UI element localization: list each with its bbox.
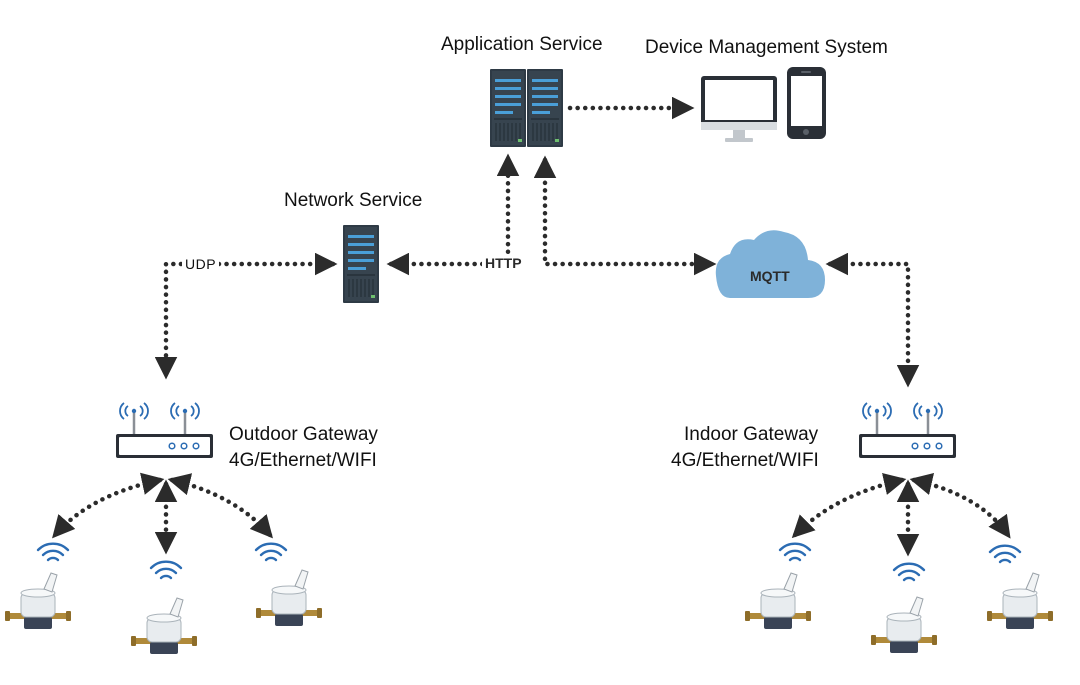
phone-icon [787,67,826,139]
http-link [386,153,520,276]
mqtt-cloud-icon [715,230,825,298]
udp-link [154,252,338,380]
water-meter-icon [255,569,323,627]
mqtt-label: MQTT [750,268,790,284]
wifi-signal-icon [778,542,812,562]
wifi-signal-icon [36,542,70,562]
indoor-gateway-icon [857,401,958,460]
monitor-icon [701,76,777,142]
http-label: HTTP [482,255,525,271]
app-to-mqtt-link [533,155,717,276]
water-meter-icon [870,596,938,654]
wifi-signal-icon [988,544,1022,564]
outdoor-gateway-label: Outdoor Gateway [229,424,378,445]
wifi-signal-icon [149,560,183,580]
outdoor-to-meter-3-link [167,473,273,539]
udp-label: UDP [182,256,220,272]
indoor-to-meter-1-link [791,472,907,539]
water-meter-icon [4,572,72,630]
water-meter-icon [986,572,1054,630]
outdoor-gateway-connectivity-label: 4G/Ethernet/WIFI [229,450,377,471]
wifi-signal-icon [254,542,288,562]
indoor-to-meter-3-link [909,473,1011,539]
network-service-label: Network Service [284,190,423,211]
water-meter-icon [130,597,198,655]
network-server-icon [342,224,380,304]
outdoor-to-meter-1-link [52,472,165,539]
app-server-icon-2 [526,68,564,148]
wifi-signal-icon [892,562,926,582]
outdoor-gateway-icon [114,401,215,460]
app-server-icon-1 [489,68,527,148]
device-management-system-label: Device Management System [645,37,888,58]
water-meter-icon [744,572,812,630]
indoor-gateway-connectivity-label: 4G/Ethernet/WIFI [671,450,819,471]
indoor-gateway-label: Indoor Gateway [684,424,819,445]
application-service-label: Application Service [441,34,603,55]
mqtt-to-indoor-link [825,252,920,388]
